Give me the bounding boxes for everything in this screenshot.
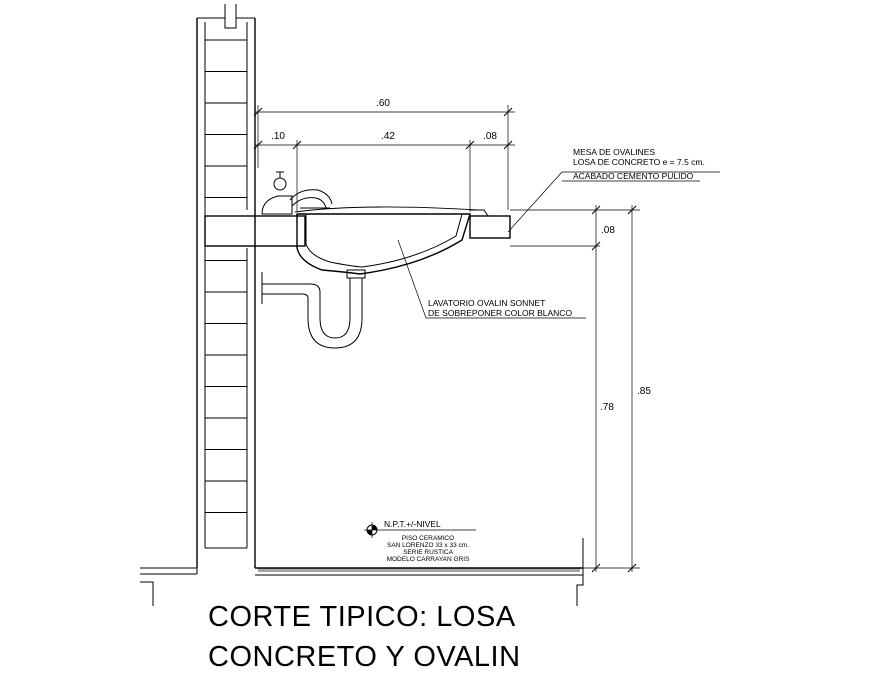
floor bbox=[255, 538, 584, 606]
dim-right-offset: .08 bbox=[483, 131, 497, 142]
title-line-2: CONCRETO Y OVALIN bbox=[208, 641, 521, 673]
countertop-note-1: MESA DE OVALINES bbox=[573, 147, 655, 157]
dim-left-offset: .10 bbox=[271, 131, 285, 142]
right-dimensions: .08 .78 .85 bbox=[510, 205, 651, 573]
faucet bbox=[261, 171, 333, 215]
brick-wall bbox=[140, 4, 256, 606]
title-line-1: CORTE TIPICO: LOSA bbox=[208, 601, 516, 633]
dim-total-width: .60 bbox=[376, 98, 390, 109]
p-trap bbox=[261, 272, 363, 349]
countertop-callout: MESA DE OVALINES LOSA DE CONCRETO e = 7.… bbox=[507, 147, 720, 233]
dim-slab-thickness: .08 bbox=[601, 225, 615, 236]
dim-floor-to-slab: .78 bbox=[600, 402, 614, 413]
floor-note-3: SERIE RUSTICA bbox=[403, 549, 454, 556]
sink-note-1: LAVATORIO OVALIN SONNET bbox=[428, 298, 545, 308]
top-dimensions: .60 .10 .42 .08 bbox=[253, 98, 515, 212]
countertop-note-3: ACABADO CEMENTO PULIDO bbox=[573, 171, 694, 181]
oval-sink bbox=[294, 206, 489, 279]
concrete-slab bbox=[204, 215, 511, 247]
floor-note-2: SAN LORENZO 33 x 33 cm. bbox=[387, 542, 469, 549]
level-marker: N.P.T.+/-NIVEL PISO CERAMICO SAN LORENZO… bbox=[364, 519, 476, 563]
dim-floor-to-top: .85 bbox=[637, 386, 651, 397]
countertop-note-2: LOSA DE CONCRETO e = 7.5 cm. bbox=[573, 157, 705, 167]
floor-note-1: PISO CERAMICO bbox=[402, 535, 454, 542]
sink-callout: LAVATORIO OVALIN SONNET DE SOBREPONER CO… bbox=[397, 239, 586, 319]
level-label: N.P.T.+/-NIVEL bbox=[384, 519, 441, 529]
floor-note-4: MODELO CARRAYAN GRIS bbox=[387, 556, 470, 563]
dim-basin-width: .42 bbox=[381, 131, 395, 142]
sink-note-2: DE SOBREPONER COLOR BLANCO bbox=[428, 308, 572, 318]
